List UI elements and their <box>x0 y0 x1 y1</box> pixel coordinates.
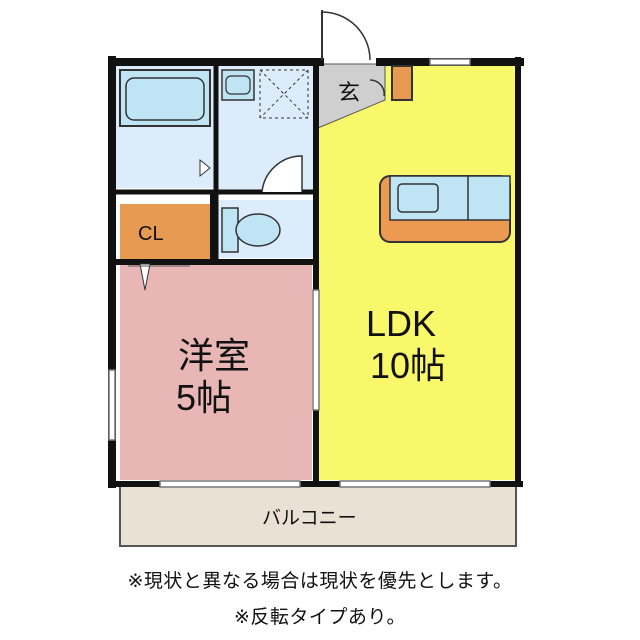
closet-label: CL <box>138 223 164 245</box>
washing-machine-space <box>259 69 309 119</box>
windows <box>108 58 491 488</box>
washroom-door <box>261 155 303 193</box>
shoe-box <box>391 65 413 101</box>
closet-door-mark <box>139 263 151 291</box>
balcony-label: バルコニー <box>262 508 357 529</box>
disclaimer-note: ※現状と異なる場合は現状を優先とします。 <box>127 570 513 592</box>
western-room-label: 洋室 <box>178 335 250 376</box>
ldk-size: 10帖 <box>370 345 446 386</box>
western-room-floor <box>120 262 312 480</box>
ldk-label: LDK <box>366 303 436 344</box>
closet-floor <box>120 204 210 260</box>
entrance-label: 玄 <box>338 80 360 105</box>
balcony <box>119 485 517 547</box>
reversed-type-note: ※反転タイプあり。 <box>233 606 407 628</box>
bathtub-icon <box>119 69 211 127</box>
toilet-icon <box>221 207 281 253</box>
kitchen-counter <box>379 175 511 243</box>
bath-door-mark <box>199 158 211 178</box>
ldk-floor <box>318 64 516 480</box>
entrance-door <box>321 10 371 61</box>
western-room-size: 5帖 <box>176 377 232 418</box>
entrance-step <box>369 79 385 97</box>
washbasin-icon <box>221 69 255 101</box>
